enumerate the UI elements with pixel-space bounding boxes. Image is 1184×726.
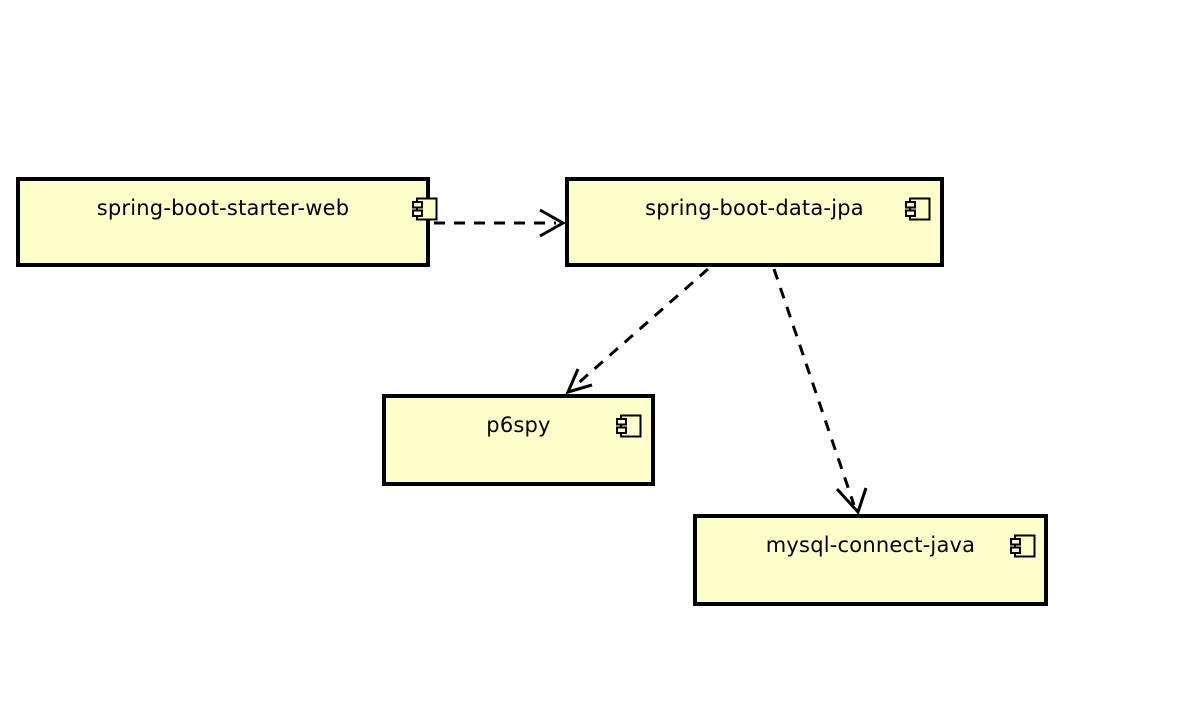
dependency-arrow-data-jpa-to-mysql-connect-java <box>772 268 868 515</box>
component-spring-boot-starter-web[interactable]: spring-boot-starter-web <box>16 177 438 267</box>
open-arrowhead <box>539 208 567 238</box>
component-icon <box>905 197 931 221</box>
component-mysql-connect-java[interactable]: mysql-connect-java <box>693 514 1048 606</box>
component-label: spring-boot-data-jpa <box>645 196 864 220</box>
component-label: spring-boot-starter-web <box>96 196 350 220</box>
dependency-arrow-starter-web-to-data-jpa <box>434 208 567 238</box>
component-icon <box>412 197 438 221</box>
dependency-arrow-data-jpa-to-p6spy <box>565 267 709 395</box>
open-arrowhead <box>835 487 868 515</box>
component-icon <box>616 414 642 438</box>
component-icon <box>1010 534 1036 558</box>
component-spring-boot-data-jpa[interactable]: spring-boot-data-jpa <box>565 177 944 267</box>
component-label: p6spy <box>486 413 551 437</box>
open-arrowhead <box>565 368 593 395</box>
component-p6spy[interactable]: p6spy <box>382 394 655 486</box>
dependency-line <box>772 268 856 506</box>
component-label: mysql-connect-java <box>765 533 976 557</box>
dependency-line <box>574 267 709 388</box>
